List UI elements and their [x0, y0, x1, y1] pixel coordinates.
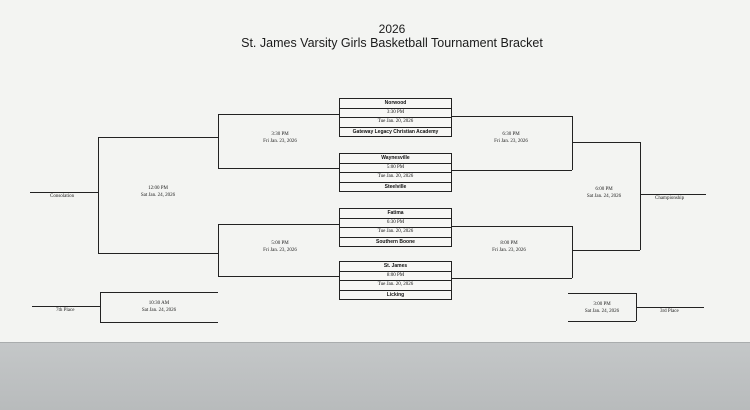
team-slot: Norwood — [340, 99, 451, 109]
game-time: 3:30 PM — [340, 109, 451, 118]
game-label-third-place: 3:00 PM Sat Jan. 24, 2026 — [572, 301, 632, 315]
connector-line — [98, 137, 99, 253]
connector-line — [218, 276, 339, 277]
game-label-seventh-place: 10:30 AM Sat Jan. 24, 2026 — [129, 300, 189, 314]
game-time: 5:00 PM — [271, 241, 289, 246]
connector-line — [572, 250, 640, 251]
game-time: 5:00 PM — [340, 164, 451, 173]
connector-line — [32, 306, 100, 307]
game-date: Tue Jan. 20, 2026 — [340, 228, 451, 238]
team-slot: St. James — [340, 262, 451, 272]
connector-line — [640, 142, 641, 250]
game-label-consolation: 12:00 PM Sat Jan. 24, 2026 — [128, 185, 188, 199]
game-date: Sat Jan. 24, 2026 — [140, 193, 176, 198]
connector-line — [640, 194, 706, 195]
game-box-1: Norwood 3:30 PM Tue Jan. 20, 2026 Gatewa… — [339, 98, 452, 137]
game-time: 3:30 PM — [271, 132, 289, 137]
game-time: 12:00 PM — [148, 186, 168, 191]
game-label-right-semi-top: 6:30 PM Fri Jan. 23, 2026 — [481, 131, 541, 145]
connector-line — [452, 170, 572, 171]
connector-line — [568, 293, 636, 294]
team-slot: Waynesville — [340, 154, 451, 164]
third-place-label: 3rd Place — [660, 309, 679, 314]
team-slot: Southern Boone — [376, 238, 415, 245]
game-date: Fri Jan. 23, 2026 — [263, 139, 297, 144]
connector-line — [568, 321, 636, 322]
game-time: 6:00 PM — [595, 187, 613, 192]
game-box-3: Fatima 6:30 PM Tue Jan. 20, 2026 Souther… — [339, 208, 452, 247]
connector-line — [218, 114, 339, 115]
game-label-left-semi-top: 3:30 PM Fri Jan. 23, 2026 — [250, 131, 310, 145]
connector-line — [218, 224, 339, 225]
team-slot: Fatima — [340, 209, 451, 219]
connector-line — [98, 253, 218, 254]
game-date: Fri Jan. 23, 2026 — [492, 248, 526, 253]
connector-line — [30, 192, 98, 193]
connector-line — [98, 137, 218, 138]
bracket-sheet: 2026 St. James Varsity Girls Basketball … — [0, 0, 750, 343]
game-label-championship: 6:00 PM Sat Jan. 24, 2026 — [574, 186, 634, 200]
game-date: Sat Jan. 24, 2026 — [584, 309, 620, 314]
game-label-right-semi-bottom: 8:00 PM Fri Jan. 23, 2026 — [479, 240, 539, 254]
game-date: Fri Jan. 23, 2026 — [263, 248, 297, 253]
connector-line — [100, 292, 218, 293]
connector-line — [572, 226, 573, 278]
game-time: 3:00 PM — [593, 302, 611, 307]
championship-label: Championship — [655, 196, 685, 201]
connector-line — [100, 322, 218, 323]
bracket-year: 2026 — [378, 22, 406, 36]
bracket-title: St. James Varsity Girls Basketball Tourn… — [241, 36, 543, 50]
game-time: 8:00 PM — [500, 241, 518, 246]
game-date: Tue Jan. 20, 2026 — [340, 173, 451, 183]
team-slot: Licking — [386, 291, 405, 298]
game-label-left-semi-bottom: 5:00 PM Fri Jan. 23, 2026 — [250, 240, 310, 254]
game-date: Fri Jan. 23, 2026 — [494, 139, 528, 144]
consolation-label: Consolation — [50, 194, 75, 199]
game-date: Tue Jan. 20, 2026 — [340, 118, 451, 128]
seventh-place-label: 7th Place — [56, 308, 75, 313]
connector-line — [572, 142, 640, 143]
connector-line — [452, 278, 572, 279]
game-time: 10:30 AM — [148, 301, 170, 306]
team-slot: Gateway Legacy Christian Academy — [352, 128, 439, 135]
game-date: Sat Jan. 24, 2026 — [586, 194, 622, 199]
connector-line — [572, 116, 573, 170]
connector-line — [218, 168, 339, 169]
background-surface — [0, 343, 750, 410]
game-time: 6:30 PM — [340, 219, 451, 228]
connector-line — [636, 307, 704, 308]
team-slot: Steelville — [384, 183, 407, 190]
game-box-4: St. James 8:00 PM Tue Jan. 20, 2026 Lick… — [339, 261, 452, 300]
connector-line — [218, 114, 219, 168]
connector-line — [218, 224, 219, 276]
connector-line — [452, 116, 572, 117]
game-time: 8:00 PM — [340, 272, 451, 281]
game-time: 6:30 PM — [502, 132, 520, 137]
game-date: Tue Jan. 20, 2026 — [340, 281, 451, 291]
game-box-2: Waynesville 5:00 PM Tue Jan. 20, 2026 St… — [339, 153, 452, 192]
connector-line — [452, 226, 572, 227]
game-date: Sat Jan. 24, 2026 — [141, 308, 177, 313]
connector-line — [100, 292, 101, 322]
